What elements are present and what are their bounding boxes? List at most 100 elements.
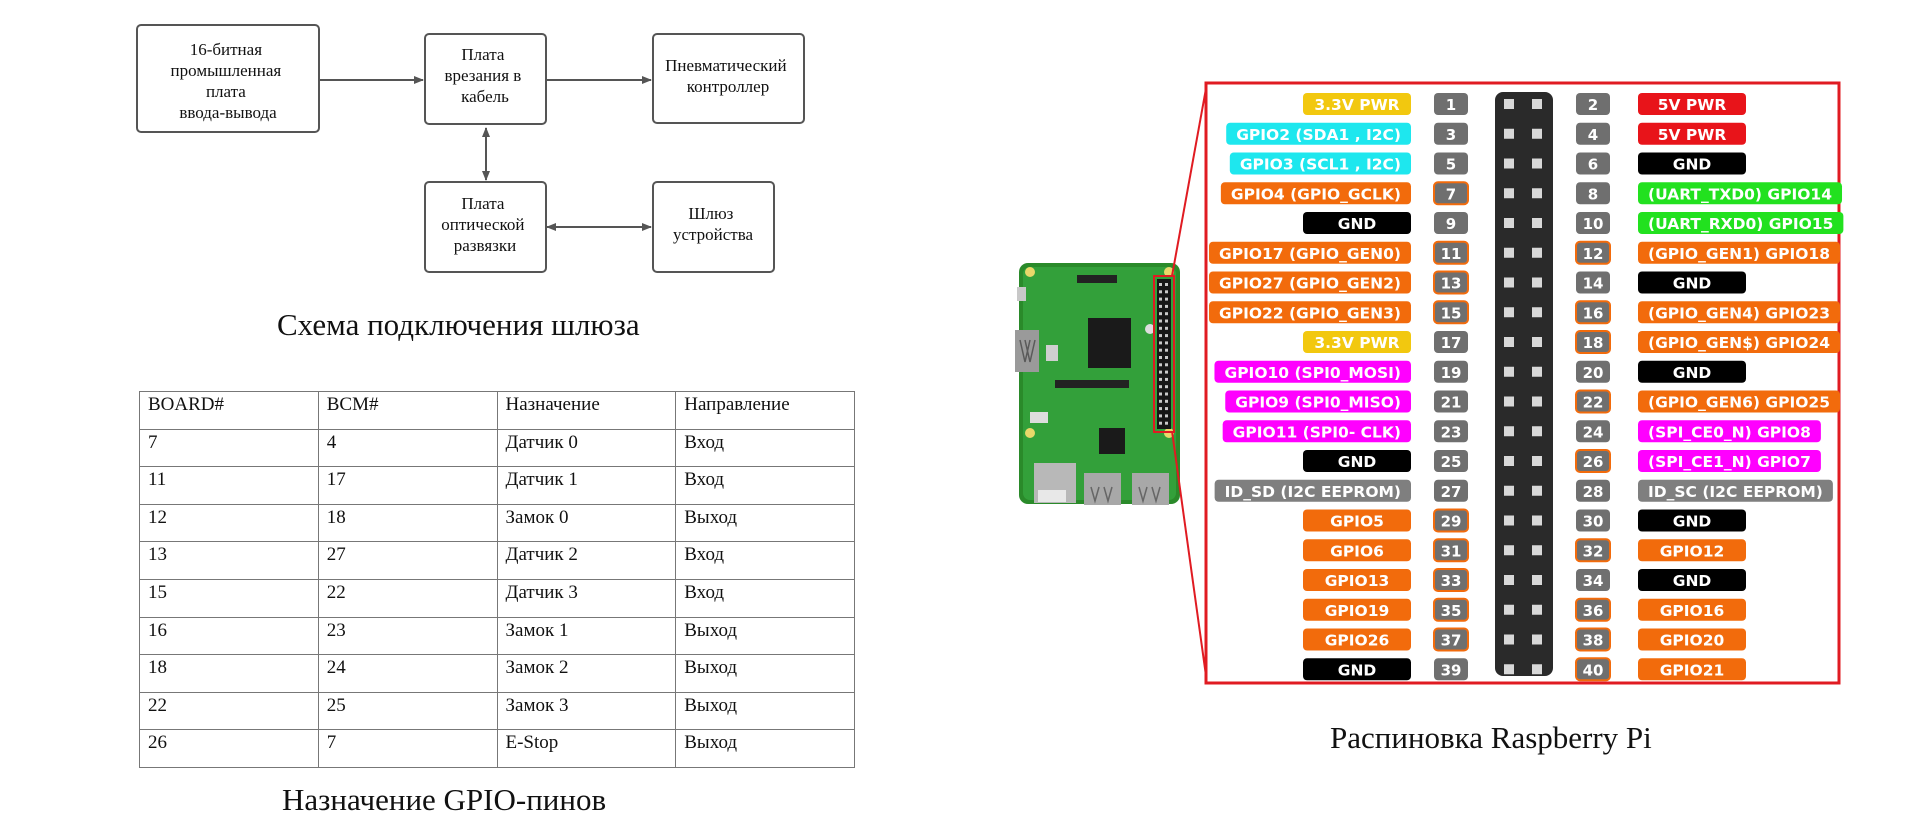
pin-40-label-pill (1638, 658, 1746, 681)
table-cell: Замок 1 (496, 616, 677, 656)
pin-19-number-badge (1434, 360, 1468, 383)
table-row: 26 7 E-Stop Выход (139, 729, 855, 768)
pin-25-label-pill (1303, 450, 1411, 472)
table-cell: 7 (317, 729, 498, 768)
table-cell: Замок 2 (496, 654, 677, 693)
pin-10-label: (UART_RXD0) GPIO15 (1648, 215, 1833, 233)
pin-31-label-pill (1303, 539, 1411, 562)
pin-23-number-badge (1434, 420, 1468, 443)
pin-36-header-pad (1532, 604, 1542, 615)
svg-text:Плата оптической: Плата оптической развязки (441, 194, 528, 255)
pin-33-number-badge (1433, 568, 1469, 592)
pin-30-label-pill (1638, 509, 1746, 532)
pin-17-number-badge (1434, 331, 1468, 353)
node-optocoupler-line-1: Плата (461, 194, 505, 213)
raspberry-pi-board-illustration (1015, 263, 1180, 505)
pin-11-number-badge (1433, 240, 1469, 265)
pin-39-label: GND (1338, 661, 1377, 679)
table-cell: Вход (675, 541, 855, 580)
pin-27-number: 27 (1441, 483, 1462, 501)
table-cell: 12 (139, 503, 319, 543)
pin-2-label: 5V PWR (1658, 96, 1727, 114)
pin-40-number-badge (1575, 657, 1611, 682)
pin-3-number-badge (1434, 122, 1468, 145)
pin-6-label: GND (1673, 156, 1712, 174)
pin-2-label-pill (1638, 93, 1746, 115)
pin-27-label-pill (1214, 479, 1411, 502)
table-header-cell: Направление (675, 391, 855, 430)
pin-25-number: 25 (1441, 453, 1462, 471)
pin-39-number: 39 (1441, 661, 1462, 679)
table-cell: Вход (675, 578, 855, 618)
zoom-line-bottom (1171, 430, 1208, 684)
pin-4-label: 5V PWR (1658, 126, 1727, 144)
pin-15-label: GPIO22 (GPIO_GEN3) (1219, 304, 1401, 322)
pin-35-label-pill (1303, 598, 1411, 621)
pin-6-number-badge (1576, 152, 1610, 175)
pin-18-label-pill (1638, 331, 1841, 353)
svg-text:Шлюз устройства: Шлюз устройства (673, 204, 754, 244)
pin-38-label-pill (1638, 628, 1746, 651)
pin-35-label: GPIO19 (1325, 602, 1390, 620)
pin-5: GPIO3 (SCL1 , I2C)5 (1229, 152, 1514, 175)
pin-40-label: GPIO21 (1660, 661, 1725, 679)
pin-26-label: (SPI_CE1_N) GPIO7 (1648, 453, 1811, 471)
table-row: 13 27 Датчик 2 Вход (139, 541, 855, 580)
table-row: 15 22 Датчик 3 Вход (139, 578, 855, 618)
pin-29-number: 29 (1441, 513, 1462, 531)
pin-16-label-pill (1638, 301, 1841, 324)
zoom-line-top (1171, 82, 1208, 277)
pin-19-number: 19 (1441, 364, 1462, 382)
node-io-board-line-3: плата (206, 82, 246, 101)
pin-24: (SPI_CE0_N) GPIO8 24 (1532, 420, 1821, 443)
pin-28-header-pad (1532, 485, 1542, 496)
table-row: 11 17 Датчик 1 Вход (139, 466, 855, 505)
pin-34-label: GND (1673, 572, 1712, 590)
pin-21-label: GPIO9 (SPI0_MISO) (1235, 394, 1401, 412)
pin-30-number: 30 (1583, 513, 1604, 531)
pin-5-label: GPIO3 (SCL1 , I2C) (1240, 156, 1401, 174)
pin-15: GPIO22 (GPIO_GEN3)15 (1208, 300, 1514, 325)
pin-39-number-badge (1434, 658, 1468, 681)
pin-29-label: GPIO5 (1330, 513, 1384, 531)
pin-28-number-badge (1576, 479, 1610, 502)
pin-26-header-pad (1532, 456, 1542, 466)
pin-33-number: 33 (1441, 572, 1462, 590)
pin-11-label-pill (1208, 241, 1411, 264)
pin-3: GPIO2 (SDA1 , I2C)3 (1226, 122, 1514, 145)
pin-23-header-pad (1504, 426, 1514, 437)
pin-9-label: GND (1338, 215, 1377, 233)
table-cell: Замок 0 (496, 503, 677, 543)
pin-30-number-badge (1576, 509, 1610, 532)
pin-11-header-pad (1504, 247, 1514, 258)
pin-21: GPIO9 (SPI0_MISO)21 (1225, 390, 1514, 413)
pin-37-header-pad (1504, 634, 1514, 645)
pin-4-label-pill (1638, 122, 1746, 145)
pin-6-number: 6 (1588, 156, 1598, 174)
pin-16-header-pad (1532, 307, 1542, 318)
pin-32-number-badge (1575, 538, 1611, 563)
pin-2-header-pad (1532, 99, 1542, 109)
table-cell: Выход (675, 654, 855, 693)
pin-24-label: (SPI_CE0_N) GPIO8 (1648, 423, 1811, 441)
pin-17-number: 17 (1441, 334, 1462, 352)
node-pneumatic-line-2: контроллер (687, 77, 769, 96)
node-gateway-line-2: устройства (673, 225, 754, 244)
pin-15-number-badge (1433, 300, 1469, 325)
pin-22-label-pill (1638, 390, 1841, 413)
pin-38-number: 38 (1583, 632, 1604, 650)
pin-24-number: 24 (1583, 423, 1604, 441)
pin-10-number: 10 (1583, 215, 1604, 233)
pin-18-label: (GPIO_GEN$) GPIO24 (1648, 334, 1830, 352)
block-diagram: 16-битная промышленная плата ввода-вывод… (136, 24, 805, 273)
pin-11-number: 11 (1441, 245, 1462, 263)
pin-34-number: 34 (1583, 572, 1604, 590)
pin-39: GND 39 (1303, 658, 1514, 681)
